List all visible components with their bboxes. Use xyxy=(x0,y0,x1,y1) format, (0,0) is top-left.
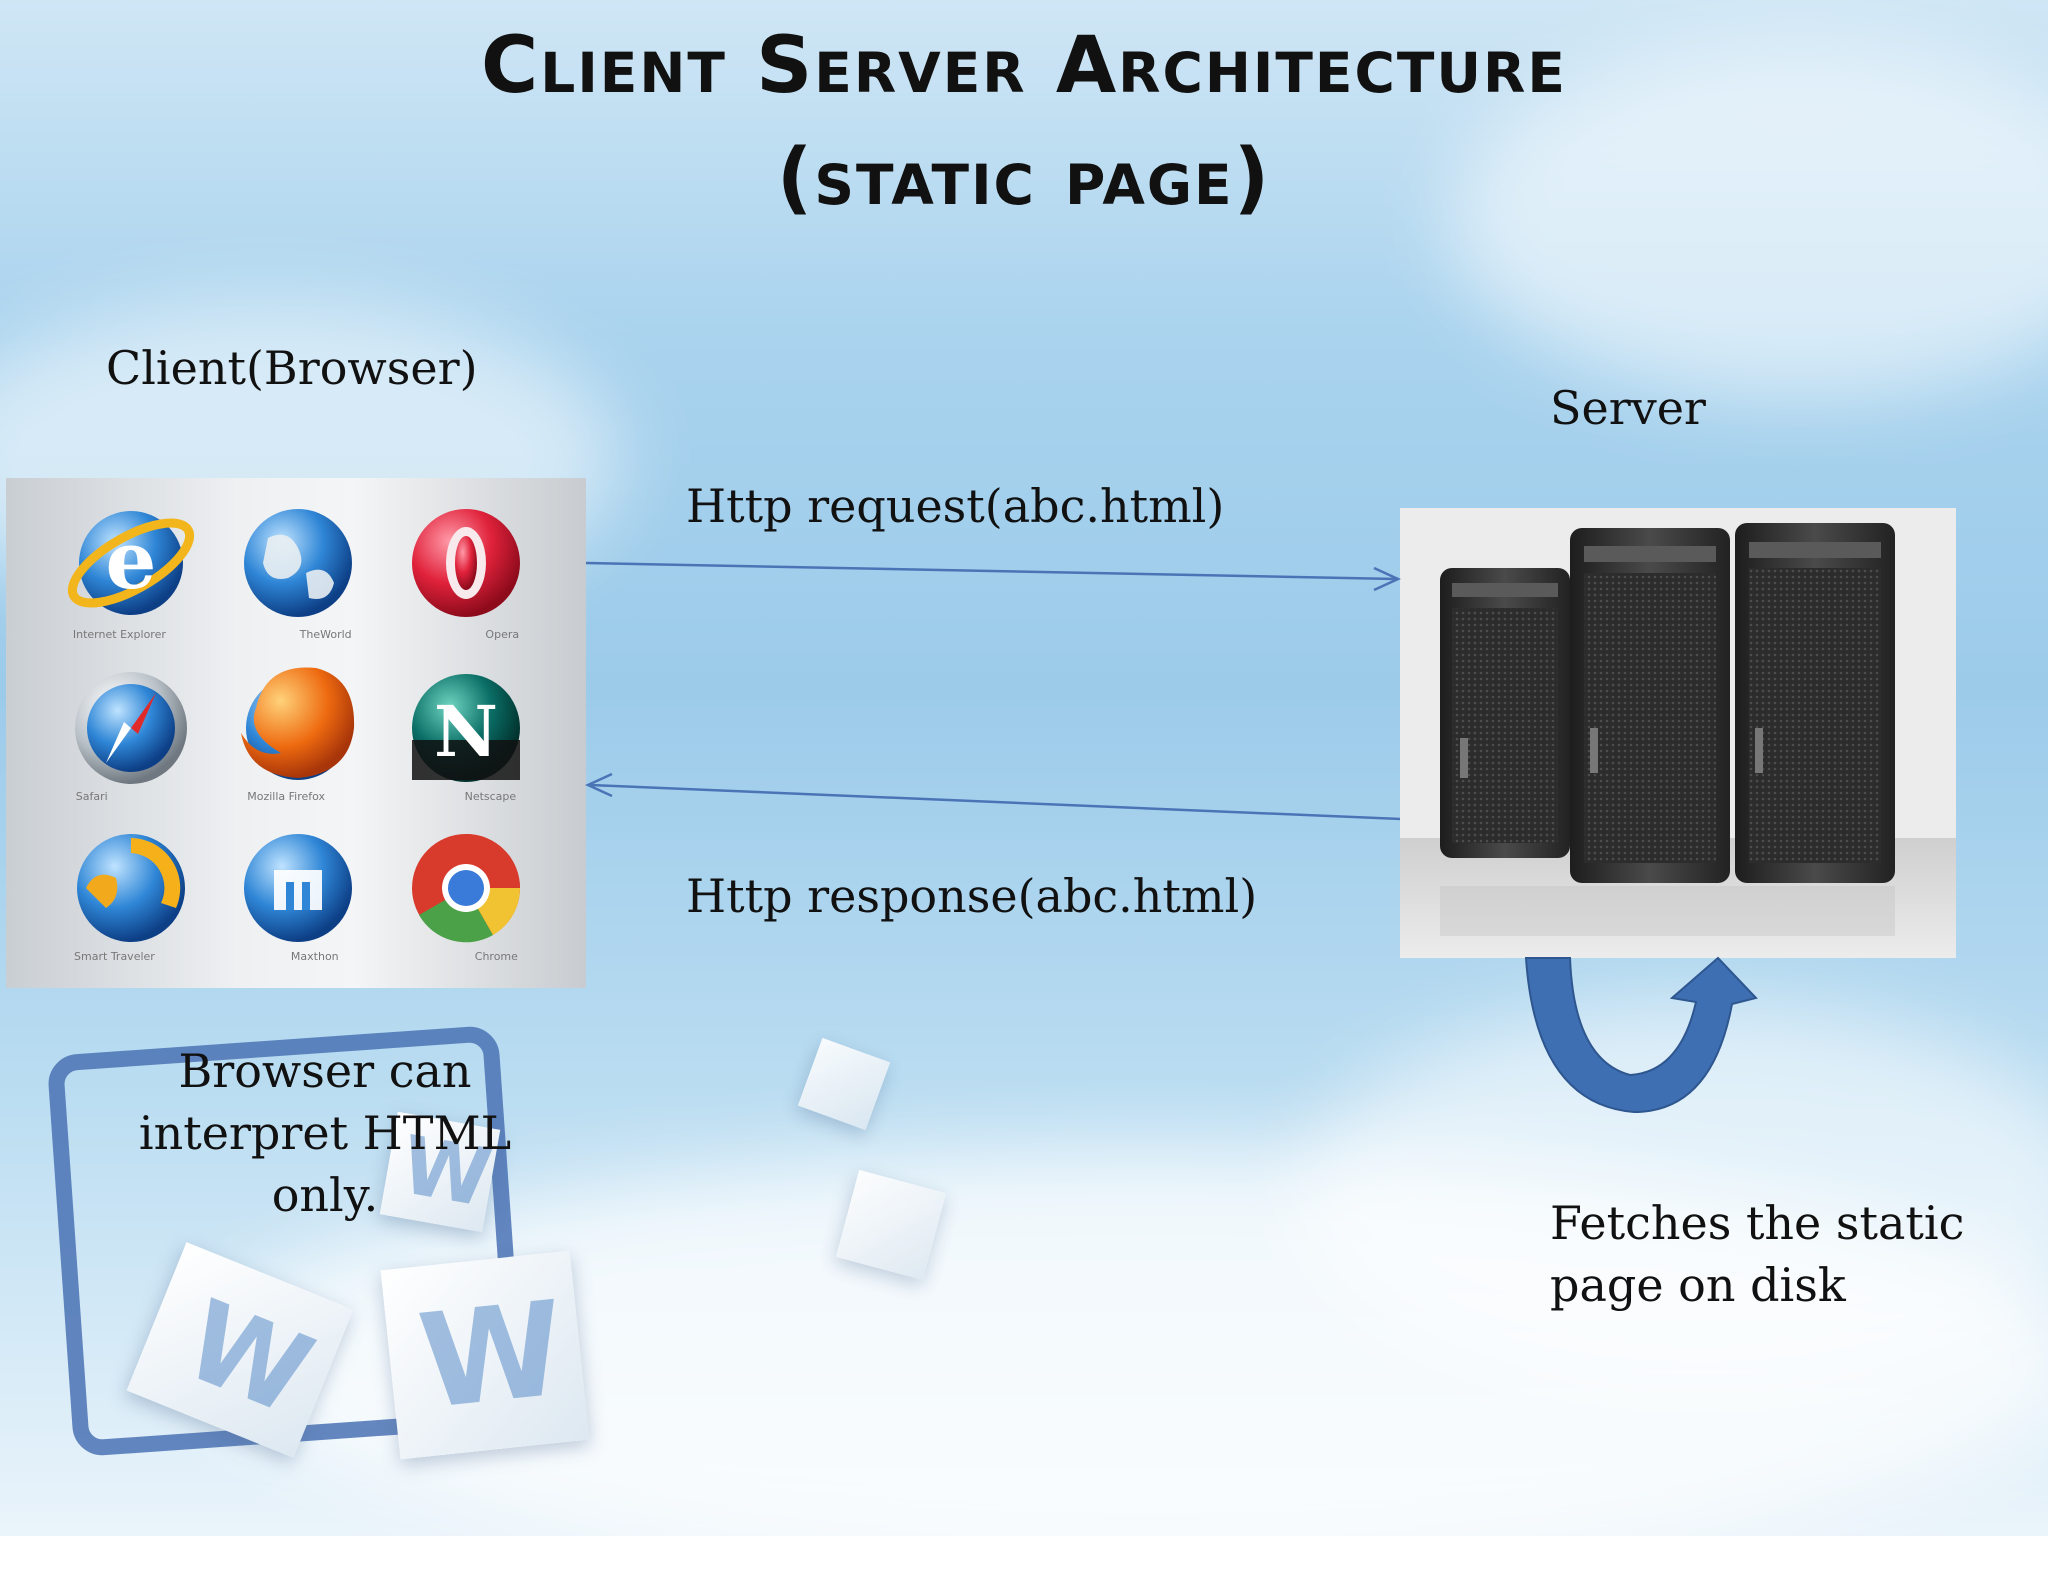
arrows-layer xyxy=(584,561,1758,1114)
svg-text:N: N xyxy=(434,690,498,773)
server-note: Fetches the static page on disk xyxy=(1550,1192,1964,1316)
icon-captions-row-3: Smart Traveler Maxthon Chrome xyxy=(6,950,586,963)
icon-caption: Smart Traveler xyxy=(74,950,155,963)
server-tower xyxy=(1440,568,1570,858)
browser-icons-grid: e N xyxy=(67,509,521,943)
browser-note-line: Browser can xyxy=(178,1044,472,1098)
icon-captions-row-1: Internet Explorer TheWorld Opera xyxy=(6,628,586,641)
safari-icon xyxy=(75,672,187,784)
icon-captions-row-2: Safari Mozilla Firefox Netscape xyxy=(6,790,586,803)
response-label: Http response(abc.html) xyxy=(686,869,1258,923)
request-arrow xyxy=(585,561,1402,592)
browser-icons-panel: e N xyxy=(6,478,586,988)
internet-explorer-icon: e xyxy=(67,511,195,615)
request-label: Http request(abc.html) xyxy=(686,479,1225,533)
title-line-1: Client Server Architecture xyxy=(481,21,1567,111)
svg-text:e: e xyxy=(106,513,157,607)
icon-caption: Safari xyxy=(75,790,108,803)
browser-note: Browser can interpret HTML only. xyxy=(130,1040,520,1226)
icon-caption: Chrome xyxy=(474,950,518,963)
server-tower xyxy=(1735,523,1895,883)
server-note-line: Fetches the static xyxy=(1550,1196,1965,1250)
fetch-loop-arrow-icon xyxy=(1524,956,1758,1114)
opera-icon xyxy=(412,509,520,617)
cloud xyxy=(1450,40,2048,400)
theworld-icon xyxy=(244,509,352,617)
server-label: Server xyxy=(1550,381,1706,435)
netscape-icon: N xyxy=(412,674,520,782)
client-label: Client(Browser) xyxy=(106,341,478,395)
icon-caption: Internet Explorer xyxy=(72,628,166,641)
title-line-2: (static page) xyxy=(776,133,1272,223)
icon-caption: TheWorld xyxy=(299,628,352,641)
slide-title: Client Server Architecture (static page) xyxy=(0,10,2048,234)
response-arrow xyxy=(584,772,1401,821)
icon-caption: Opera xyxy=(485,628,520,641)
maxthon-icon xyxy=(244,834,352,942)
chrome-icon xyxy=(412,834,521,943)
firefox-icon xyxy=(241,667,355,780)
browser-note-line: interpret HTML xyxy=(138,1106,512,1160)
icon-caption: Mozilla Firefox xyxy=(247,790,326,803)
server-towers-icon xyxy=(1400,523,1956,958)
icon-caption: Maxthon xyxy=(290,950,339,963)
server-note-line: page on disk xyxy=(1550,1258,1846,1312)
icon-caption: Netscape xyxy=(464,790,517,803)
server-tower xyxy=(1570,528,1730,883)
browser-note-line: only. xyxy=(271,1168,379,1222)
sogou-browser-icon xyxy=(77,834,185,942)
server-image-panel xyxy=(1400,508,1956,958)
